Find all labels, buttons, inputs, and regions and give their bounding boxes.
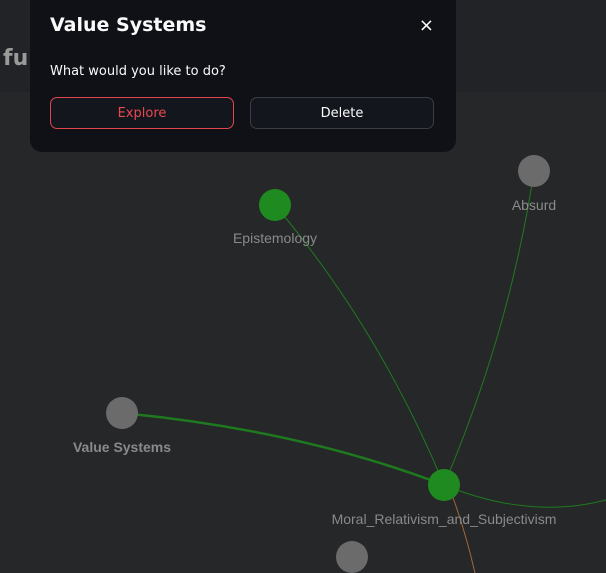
node-label: Absurd (512, 197, 556, 213)
edge-moral-down (451, 494, 476, 573)
dialog-prompt: What would you like to do? (50, 64, 226, 79)
page-title: fu (3, 46, 29, 71)
node-action-dialog: Value Systems × What would you like to d… (30, 0, 456, 152)
edge-epistemology-moral (274, 204, 445, 486)
node-unlabeled[interactable] (336, 541, 368, 573)
delete-button[interactable]: Delete (250, 97, 434, 129)
node-label: Value Systems (73, 439, 171, 455)
node-epistemology[interactable] (259, 189, 291, 221)
node-value-systems[interactable] (106, 397, 138, 429)
edge-absurd-moral (443, 170, 535, 486)
edge-moral-offscreen (443, 484, 606, 508)
dialog-title: Value Systems (50, 14, 207, 36)
node-moral-relativism[interactable] (428, 469, 460, 501)
edge-value-moral (121, 411, 445, 487)
node-label: Moral_Relativism_and_Subjectivism (332, 511, 557, 527)
node-absurd[interactable] (518, 155, 550, 187)
explore-button[interactable]: Explore (50, 97, 234, 129)
node-label: Epistemology (233, 230, 317, 246)
close-icon[interactable]: × (418, 15, 434, 36)
